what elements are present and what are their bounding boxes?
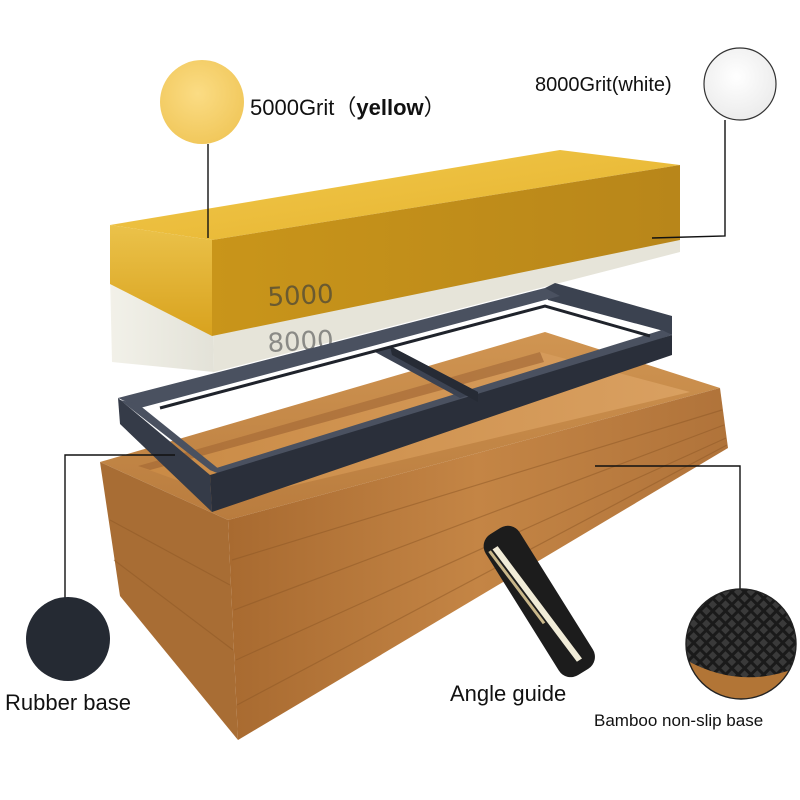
yellow-swatch bbox=[160, 60, 244, 144]
yellow-stone-side bbox=[212, 165, 680, 336]
yellow-stone-label: 5000Grit（yellow） bbox=[250, 90, 446, 122]
rubber-swatch bbox=[26, 597, 110, 681]
yellow-stone-front bbox=[110, 225, 212, 336]
stone-marking-5000: 5000 bbox=[267, 280, 335, 313]
white-swatch bbox=[703, 47, 777, 121]
callout-rubber bbox=[64, 454, 175, 603]
rubber-base-label: Rubber base bbox=[5, 690, 131, 715]
yellow-stone-label-prefix: 5000Grit（ bbox=[250, 95, 357, 120]
yellow-stone-top bbox=[110, 150, 680, 240]
yellow-stone-label-emphasis: yellow bbox=[356, 95, 424, 120]
angle-guide bbox=[483, 525, 595, 678]
bamboo-long-face bbox=[228, 388, 728, 740]
callout-lines bbox=[64, 120, 741, 603]
callout-bamboo bbox=[595, 465, 741, 590]
rubber-frame-front-rail bbox=[120, 400, 230, 478]
angle-guide-label: Angle guide bbox=[450, 681, 567, 706]
bamboo-base-label: Bamboo non-slip base bbox=[594, 711, 764, 730]
grip-swatch bbox=[686, 589, 796, 699]
callout-white bbox=[651, 120, 726, 239]
white-stone-label: 8000Grit(white) bbox=[535, 74, 672, 96]
yellow-stone-label-suffix: ） bbox=[423, 95, 446, 120]
